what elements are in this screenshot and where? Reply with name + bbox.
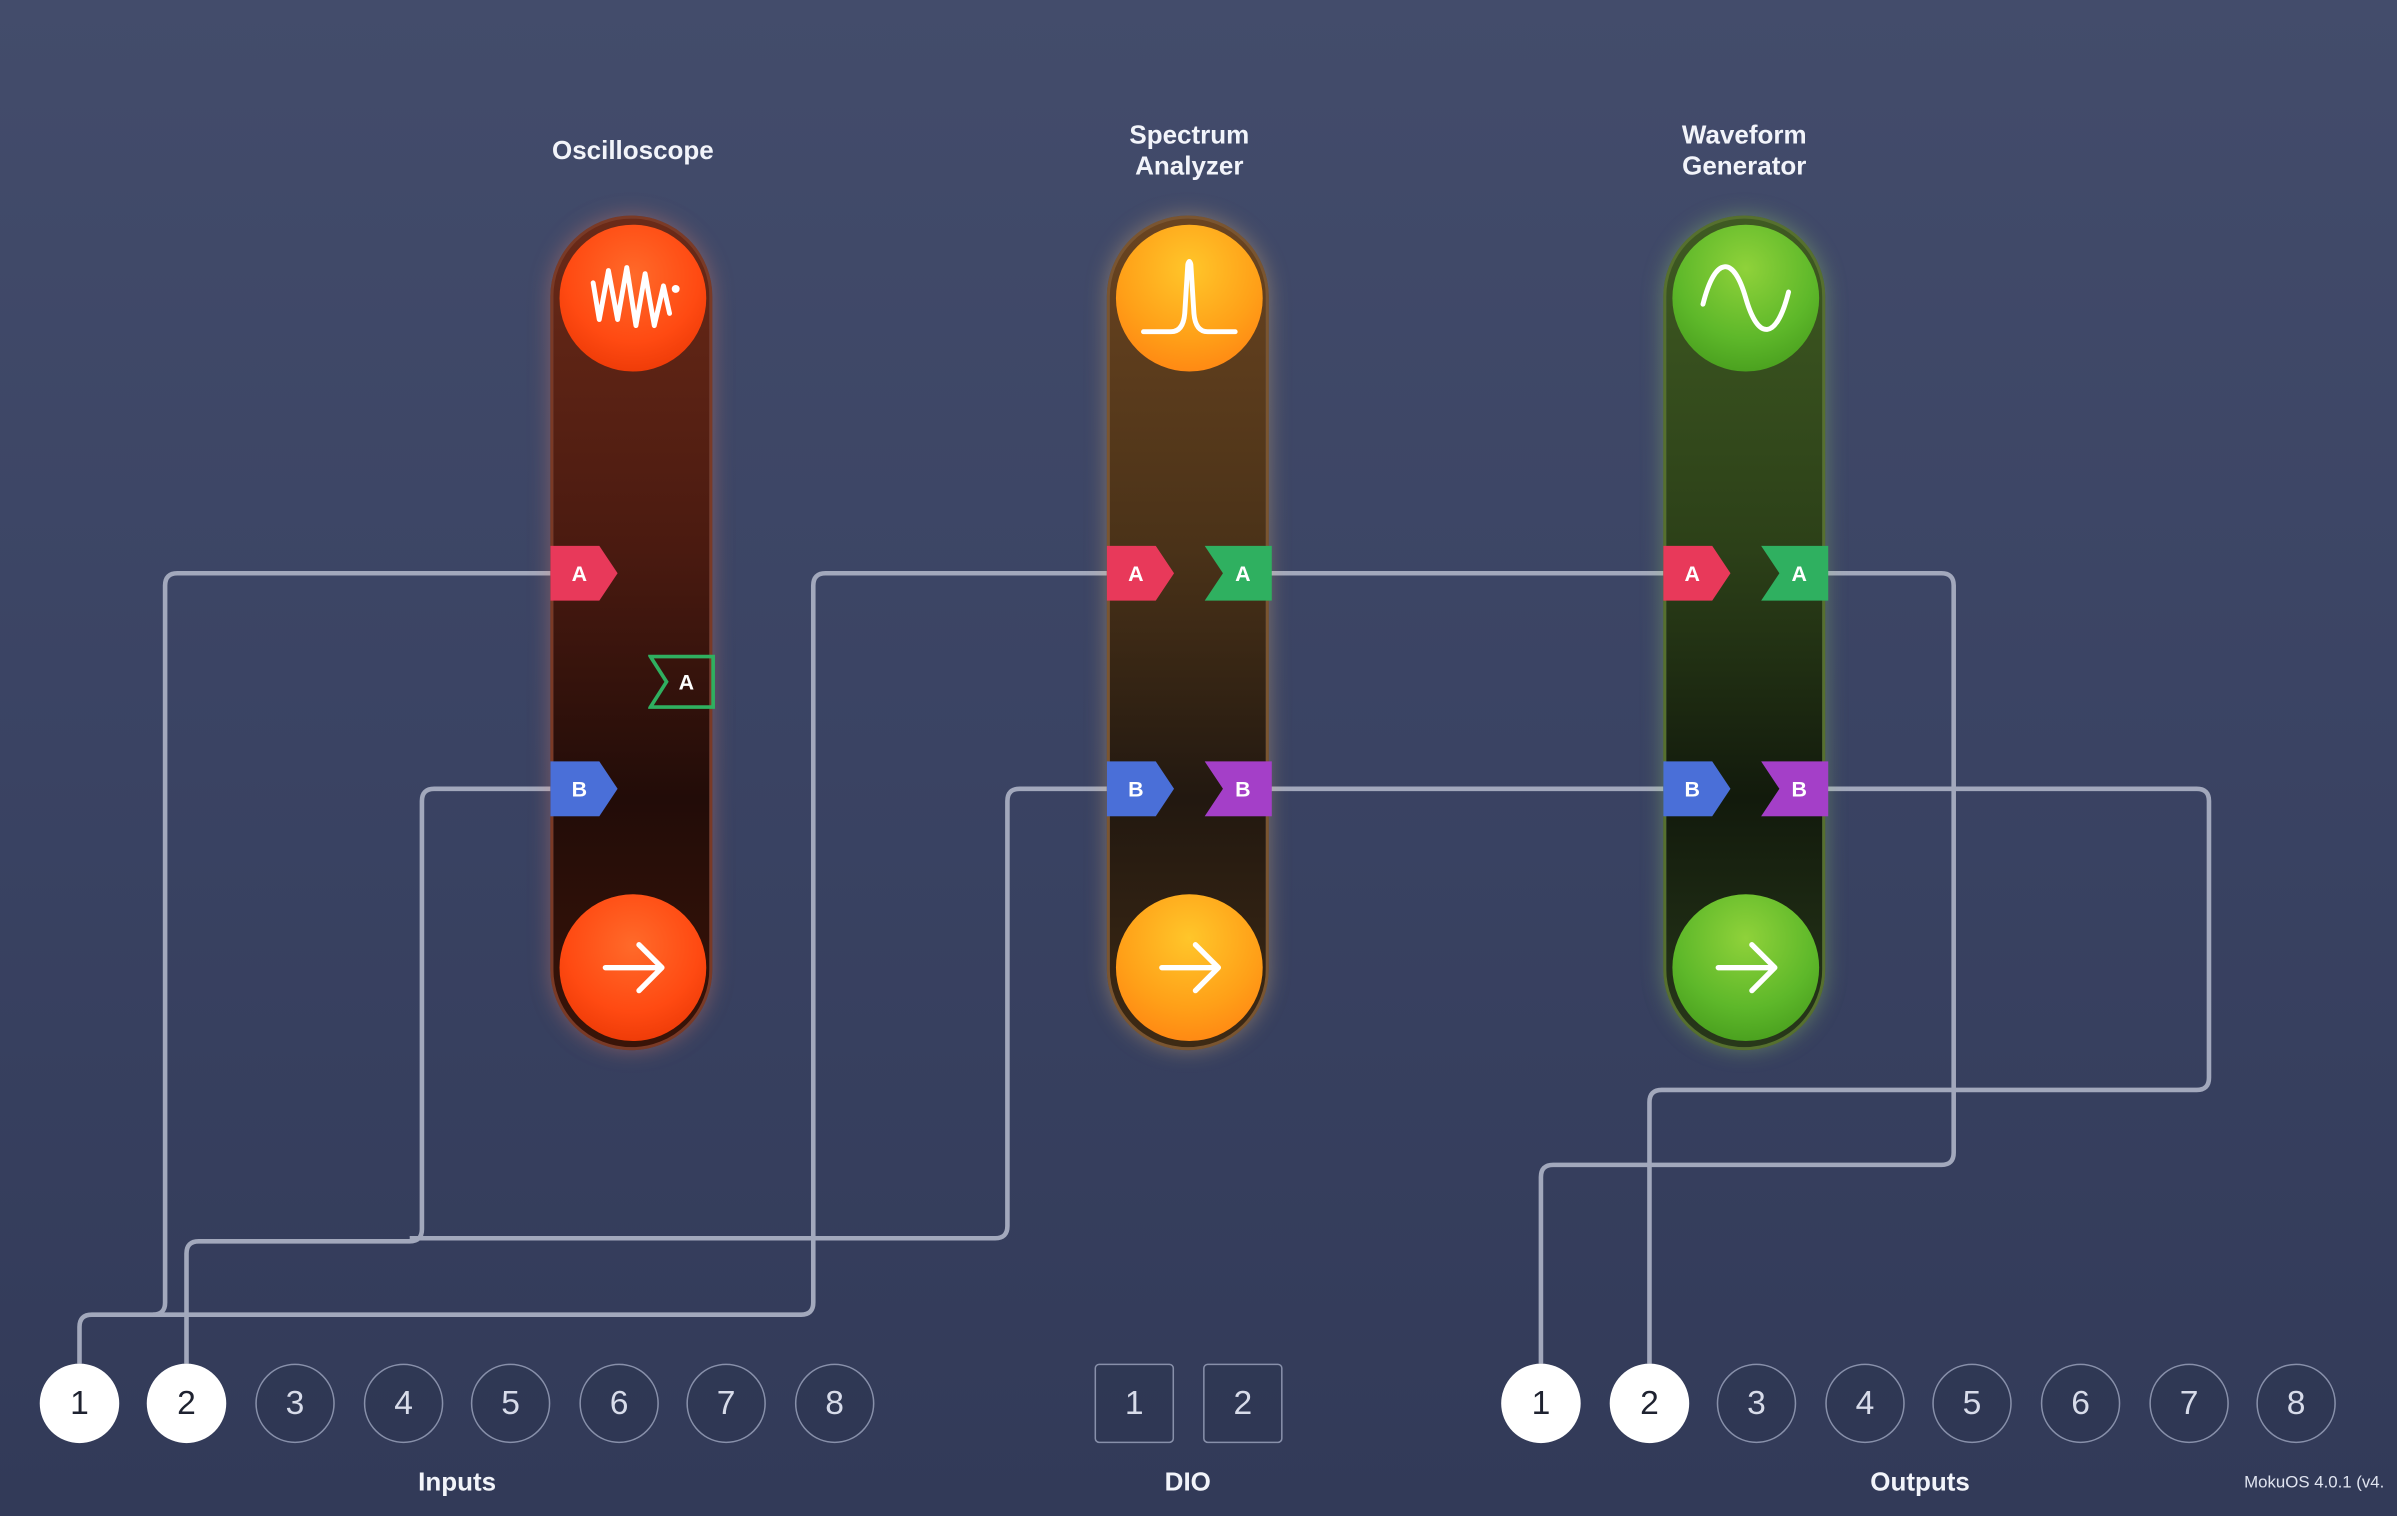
spectrum-analyzer-title: Spectrum Analyzer (1129, 120, 1250, 181)
input-1-button[interactable]: 1 (39, 1363, 120, 1444)
oscilloscope-slot[interactable] (550, 215, 713, 1051)
outputs-label: Outputs (1870, 1467, 1970, 1497)
waveform-input-a-port[interactable]: A (1663, 545, 1731, 601)
version-label: MokuOS 4.0.1 (v4. (2244, 1473, 2385, 1493)
waveform-generator-slot[interactable] (1663, 215, 1826, 1051)
input-4-button[interactable]: 4 (363, 1363, 444, 1444)
sine-wave-icon (1700, 264, 1792, 332)
spectrum-input-a-port[interactable]: A (1106, 545, 1175, 601)
spectrum-output-b-port[interactable]: B (1204, 761, 1272, 817)
output-1-button[interactable]: 1 (1501, 1363, 1581, 1444)
wire-input1-osc-a (77, 570, 554, 1364)
waveform-input-b-port[interactable]: B (1663, 761, 1731, 817)
waveform-generator-instrument-button[interactable] (1672, 224, 1820, 372)
oscilloscope-open-button[interactable] (559, 894, 707, 1042)
wire-input2-osc-b (184, 786, 554, 1364)
dio-label: DIO (1164, 1467, 1211, 1497)
output-3-button[interactable]: 3 (1716, 1363, 1797, 1444)
oscilloscope-input-b-port[interactable]: B (550, 761, 618, 817)
oscilloscope-input-a-port[interactable]: A (550, 545, 618, 601)
dio-2-button[interactable]: 2 (1203, 1363, 1283, 1444)
input-3-button[interactable]: 3 (255, 1363, 335, 1444)
waveform-generator-title: Waveform Generator (1681, 120, 1807, 181)
arrow-right-icon (1715, 942, 1778, 994)
oscilloscope-title: Oscilloscope (551, 136, 714, 166)
inputs-label: Inputs (418, 1467, 497, 1497)
spectrum-output-a-port[interactable]: A (1204, 545, 1272, 601)
output-6-button[interactable]: 6 (2040, 1363, 2121, 1444)
spectrum-peak-icon (1141, 258, 1238, 335)
oscilloscope-waveform-icon (590, 265, 680, 329)
waveform-generator-open-button[interactable] (1672, 894, 1820, 1042)
output-2-button[interactable]: 2 (1609, 1363, 1690, 1444)
input-6-button[interactable]: 6 (579, 1363, 659, 1444)
arrow-right-icon (602, 942, 665, 994)
oscilloscope-instrument-button[interactable] (559, 224, 707, 372)
spectrum-analyzer-slot[interactable] (1106, 215, 1269, 1051)
oscilloscope-output-a-port-empty[interactable]: A (648, 654, 715, 709)
input-7-button[interactable]: 7 (686, 1363, 766, 1444)
waveform-output-b-port[interactable]: B (1761, 761, 1829, 817)
input-2-button[interactable]: 2 (146, 1363, 227, 1444)
waveform-output-a-port[interactable]: A (1761, 545, 1829, 601)
output-7-button[interactable]: 7 (2149, 1363, 2229, 1444)
spectrum-analyzer-open-button[interactable] (1115, 894, 1263, 1042)
output-8-button[interactable]: 8 (2256, 1363, 2336, 1444)
output-4-button[interactable]: 4 (1825, 1363, 1905, 1444)
input-8-button[interactable]: 8 (794, 1363, 875, 1444)
wire-input2-spec-b (409, 786, 1110, 1241)
input-5-button[interactable]: 5 (470, 1363, 551, 1444)
spectrum-input-b-port[interactable]: B (1106, 761, 1175, 817)
dio-1-button[interactable]: 1 (1094, 1363, 1175, 1444)
output-5-button[interactable]: 5 (1932, 1363, 2012, 1444)
spectrum-analyzer-instrument-button[interactable] (1115, 224, 1263, 372)
arrow-right-icon (1159, 942, 1222, 994)
